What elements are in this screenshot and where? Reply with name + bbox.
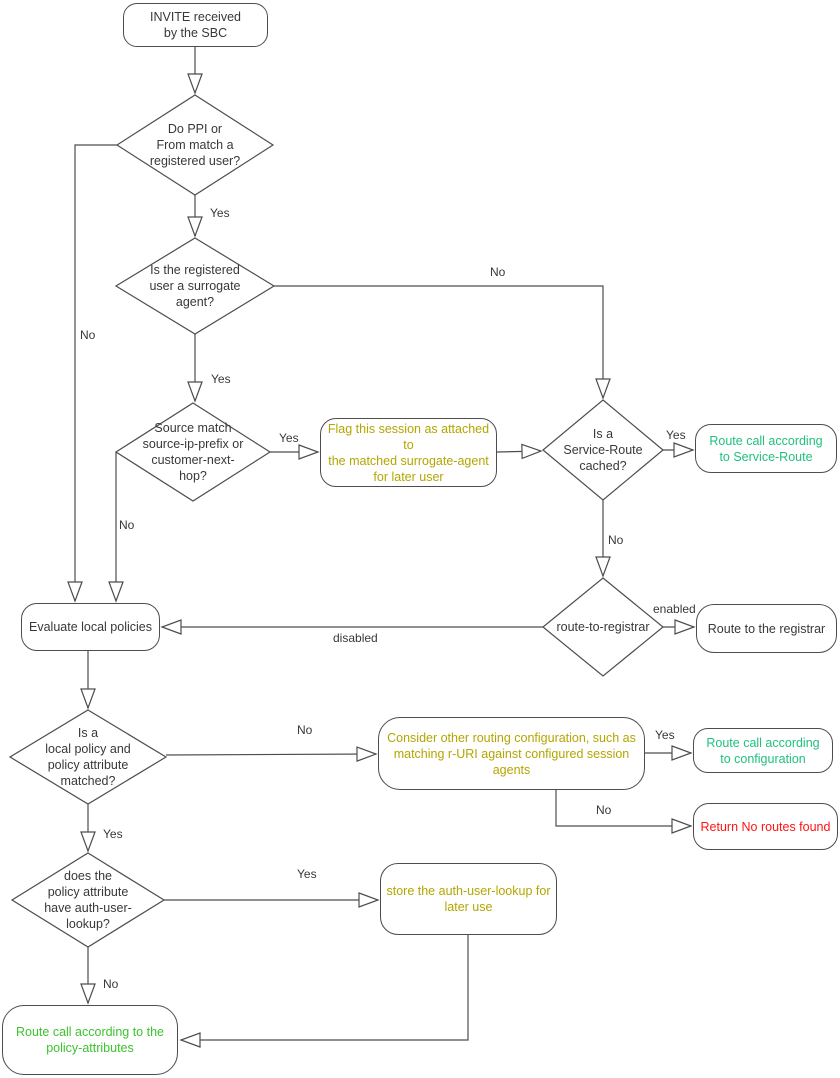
node-consider-other-routing-label: Consider other routing configuration, su… xyxy=(387,730,636,777)
connector-store-to-routepolicy xyxy=(179,935,469,1048)
authlookup-decision-shape xyxy=(10,852,166,948)
node-route-service-route-label: Route call according to Service-Route xyxy=(709,433,823,464)
edge-label-ppi-no: No xyxy=(80,328,96,342)
node-store-auth-user-lookup: store the auth-user-lookup for later use xyxy=(380,863,557,935)
edge-label-ppi-yes: Yes xyxy=(210,206,230,220)
surrogate-decision-shape xyxy=(114,237,276,335)
node-route-policy-attributes-label: Route call according to the policy-attri… xyxy=(15,1025,164,1055)
node-flag-session-label: Flag this session as attached to the mat… xyxy=(327,421,490,484)
edge-label-source-no: No xyxy=(119,518,135,532)
connector-ppi-no-to-evaluate xyxy=(67,144,117,603)
edge-label-registrar-enabled: enabled xyxy=(653,602,696,616)
node-evaluate-local-policies: Evaluate local policies xyxy=(21,603,160,651)
connector-localpolicy-no-to-consider xyxy=(165,746,378,762)
node-route-configuration: Route call according to configuration xyxy=(693,728,833,773)
connector-surrogate-no-to-serviceroute xyxy=(274,285,611,400)
edge-label-authlookup-no: No xyxy=(103,977,119,991)
node-route-to-registrar-label: Route to the registrar xyxy=(707,621,826,636)
node-evaluate-local-policies-label: Evaluate local policies xyxy=(29,620,152,634)
node-consider-other-routing: Consider other routing configuration, su… xyxy=(378,717,645,790)
serviceroute-decision-shape xyxy=(542,399,664,501)
node-route-policy-attributes: Route call according to the policy-attri… xyxy=(2,1005,178,1075)
route-to-registrar-decision-shape xyxy=(542,577,664,677)
edge-label-surrogate-yes: Yes xyxy=(211,372,231,386)
edge-label-authlookup-yes: Yes xyxy=(297,867,317,881)
ppi-decision-shape xyxy=(115,94,275,196)
node-route-to-registrar: Route to the registrar xyxy=(696,604,837,653)
connector-flag-to-serviceroute xyxy=(496,443,543,460)
node-invite-received: INVITE received by the SBC xyxy=(123,3,268,47)
edge-label-consider-no: No xyxy=(596,803,612,817)
edge-label-source-yes: Yes xyxy=(279,431,299,445)
node-invite-received-label: INVITE received by the SBC xyxy=(149,10,241,40)
edge-label-localpolicy-yes: Yes xyxy=(103,827,123,841)
edge-label-serviceroute-no: No xyxy=(608,533,624,547)
node-store-auth-user-lookup-label: store the auth-user-lookup for later use xyxy=(386,884,551,914)
node-flag-session: Flag this session as attached to the mat… xyxy=(320,418,497,487)
edge-label-localpolicy-no: No xyxy=(297,723,313,737)
node-route-service-route: Route call according to Service-Route xyxy=(695,424,837,473)
node-return-no-routes-label: Return No routes found xyxy=(700,819,831,834)
connector-consider-no-to-return xyxy=(555,790,693,834)
edge-label-registrar-disabled: disabled xyxy=(333,631,378,645)
edge-label-surrogate-no: No xyxy=(490,265,506,279)
localpolicy-decision-shape xyxy=(8,709,168,805)
node-return-no-routes: Return No routes found xyxy=(693,803,838,850)
source-decision-shape xyxy=(114,402,272,502)
edge-label-consider-yes: Yes xyxy=(655,728,675,742)
node-route-configuration-label: Route call according to configuration xyxy=(706,735,820,766)
edge-label-serviceroute-yes: Yes xyxy=(666,428,686,442)
